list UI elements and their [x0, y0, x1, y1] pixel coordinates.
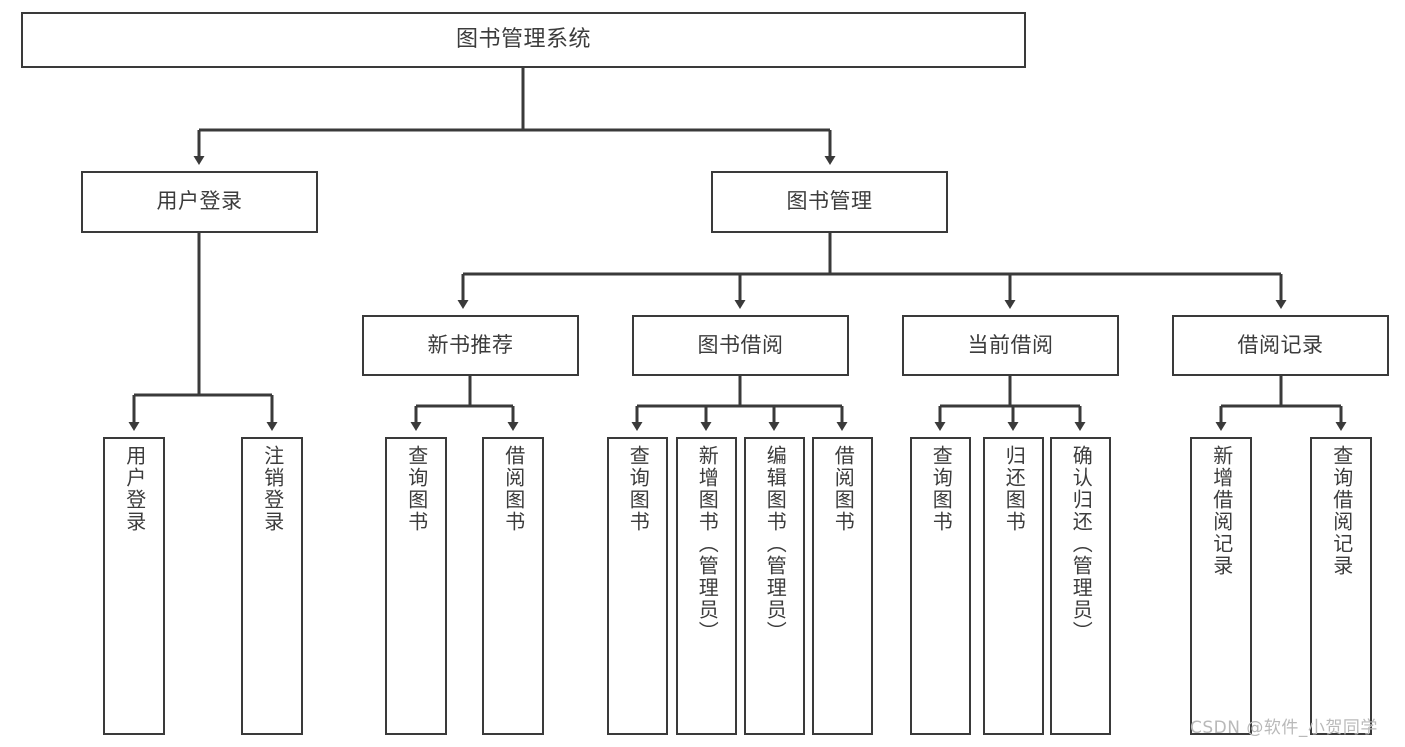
node-book-borrow[interactable]: 图书借阅: [632, 315, 849, 376]
leaf-confirm-return-admin-label: 确认归还（管理员）: [1069, 445, 1094, 643]
leaf-return-book[interactable]: 归还图书: [983, 437, 1044, 735]
node-root[interactable]: 图书管理系统: [21, 12, 1026, 68]
node-root-label: 图书管理系统: [455, 26, 591, 52]
node-book-management[interactable]: 图书管理: [711, 171, 948, 233]
leaf-return-book-label: 归还图书: [1002, 445, 1027, 533]
leaf-query-book-recommend-label: 查询图书: [404, 445, 429, 533]
node-borrow-record-label: 借阅记录: [1237, 332, 1324, 357]
leaf-add-book-admin[interactable]: 新增图书（管理员）: [676, 437, 737, 735]
leaf-query-borrow-record[interactable]: 查询借阅记录: [1310, 437, 1372, 735]
node-current-borrow[interactable]: 当前借阅: [902, 315, 1119, 376]
node-current-borrow-label: 当前借阅: [967, 332, 1054, 357]
node-new-book-recommend[interactable]: 新书推荐: [362, 315, 579, 376]
node-user-login[interactable]: 用户登录: [81, 171, 318, 233]
node-book-management-label: 图书管理: [786, 189, 873, 214]
leaf-add-borrow-record[interactable]: 新增借阅记录: [1190, 437, 1252, 735]
leaf-query-book-borrow-label: 查询图书: [626, 445, 651, 533]
leaf-borrow-book-recommend[interactable]: 借阅图书: [482, 437, 544, 735]
leaf-edit-book-admin[interactable]: 编辑图书（管理员）: [744, 437, 805, 735]
node-new-book-recommend-label: 新书推荐: [427, 332, 514, 357]
node-user-login-label: 用户登录: [156, 189, 243, 214]
leaf-query-book-borrow[interactable]: 查询图书: [607, 437, 668, 735]
leaf-add-book-admin-label: 新增图书（管理员）: [695, 445, 720, 643]
leaf-user-login-label: 用户登录: [122, 445, 147, 533]
leaf-borrow-book-recommend-label: 借阅图书: [501, 445, 526, 533]
node-book-borrow-label: 图书借阅: [697, 332, 784, 357]
leaf-borrow-book-label: 借阅图书: [831, 445, 856, 533]
leaf-borrow-book[interactable]: 借阅图书: [812, 437, 873, 735]
leaf-query-book-recommend[interactable]: 查询图书: [385, 437, 447, 735]
leaf-user-logout[interactable]: 注销登录: [241, 437, 303, 735]
node-borrow-record[interactable]: 借阅记录: [1172, 315, 1389, 376]
leaf-edit-book-admin-label: 编辑图书（管理员）: [763, 445, 788, 643]
leaf-user-logout-label: 注销登录: [260, 445, 285, 533]
leaf-query-book-current-label: 查询图书: [929, 445, 954, 533]
watermark: CSDN @软件_小贺同学: [1190, 718, 1378, 738]
leaf-confirm-return-admin[interactable]: 确认归还（管理员）: [1050, 437, 1111, 735]
leaf-add-borrow-record-label: 新增借阅记录: [1209, 445, 1234, 577]
leaf-user-login[interactable]: 用户登录: [103, 437, 165, 735]
leaf-query-book-current[interactable]: 查询图书: [910, 437, 971, 735]
leaf-query-borrow-record-label: 查询借阅记录: [1329, 445, 1354, 577]
